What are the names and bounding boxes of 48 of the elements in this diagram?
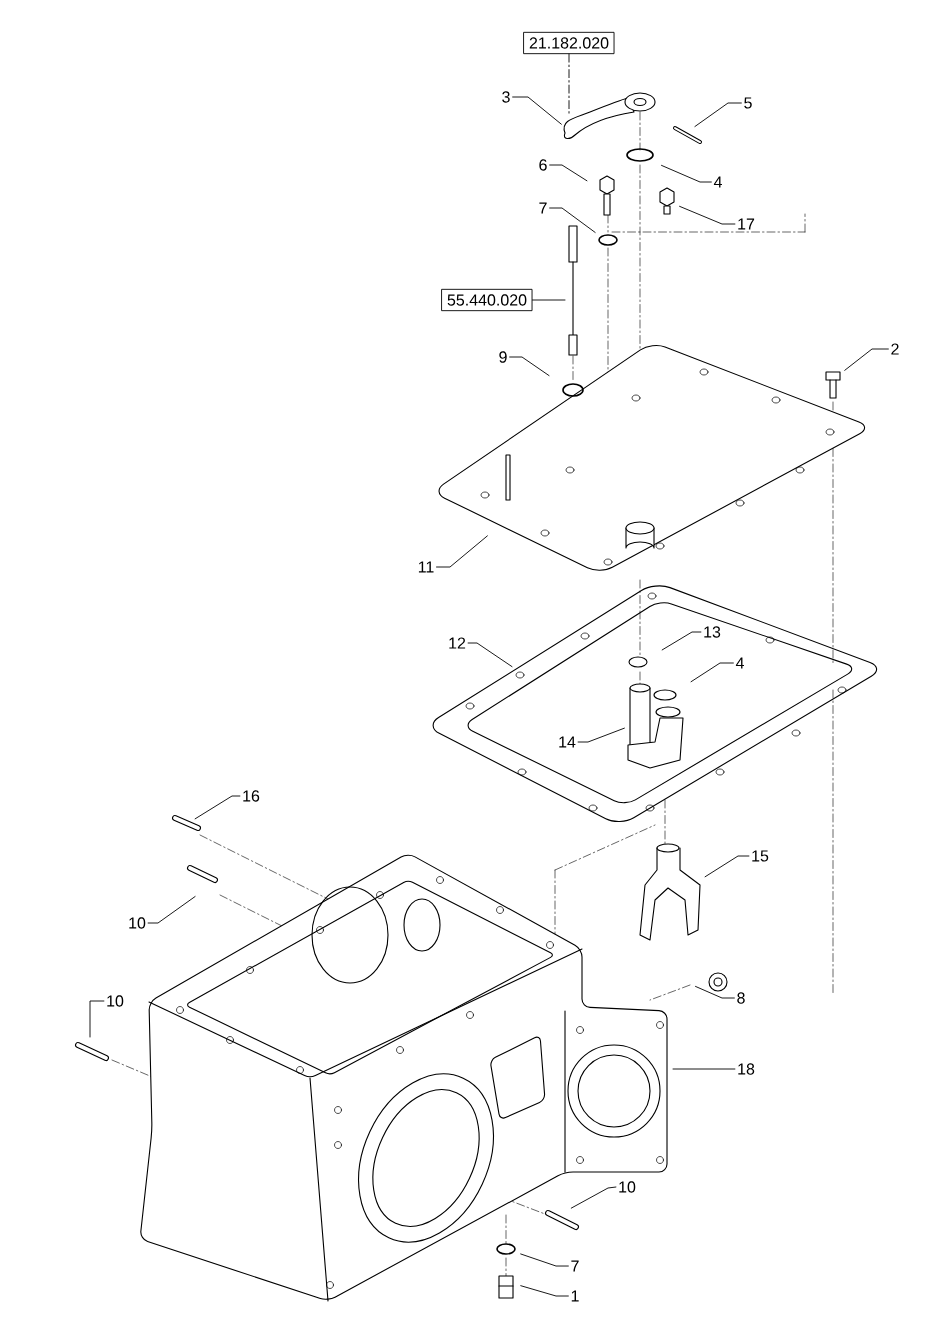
callout-number: 13: [704, 626, 721, 638]
leader-line: [695, 985, 735, 999]
reference-line: [568, 53, 570, 117]
callout-number: 11: [418, 561, 434, 573]
leader-line: [694, 102, 742, 127]
callout-number: 12: [449, 637, 466, 649]
leader-line: [661, 164, 712, 183]
leader-line: [512, 96, 562, 125]
callout-number: 7: [539, 202, 547, 214]
leader-line: [549, 207, 596, 233]
leader-line: [844, 348, 889, 371]
leader-line: [520, 1285, 569, 1297]
leader-line: [570, 1186, 617, 1209]
callout-number: 17: [738, 218, 755, 230]
leader-line: [679, 205, 736, 225]
leader-line: [89, 1000, 105, 1038]
callout-number: 3: [502, 91, 510, 103]
callout-number: 10: [129, 917, 146, 929]
callout-number: 18: [738, 1063, 755, 1075]
callout-number: 4: [735, 657, 744, 669]
leader-line: [509, 356, 550, 377]
callout-number: 10: [107, 995, 124, 1007]
callout-number: 2: [891, 343, 899, 355]
callout-number: 10: [619, 1181, 636, 1193]
leader-line: [672, 1068, 736, 1070]
callout-number: 14: [559, 736, 576, 748]
leader-line: [147, 896, 196, 924]
callout-number: 9: [499, 351, 507, 363]
leader-line: [467, 642, 513, 668]
leader-line: [549, 164, 588, 182]
reference-line: [532, 299, 566, 301]
callout-number: 8: [737, 992, 745, 1004]
callout-number: 7: [571, 1260, 579, 1272]
leader-line: [577, 727, 625, 743]
callout-number: 15: [752, 850, 769, 862]
leader-line: [690, 662, 734, 683]
reference-box: 21.182.020: [523, 31, 615, 55]
callout-number: 6: [539, 159, 547, 171]
leader-line: [704, 855, 750, 878]
reference-box: 55.440.020: [441, 288, 533, 312]
callout-number: 4: [713, 176, 722, 188]
callout-number: 5: [744, 97, 752, 109]
callout-number: 1: [571, 1290, 579, 1302]
leader-line: [520, 1253, 569, 1267]
leader-line: [194, 795, 241, 820]
callout-number: 16: [243, 790, 260, 802]
leader-line: [661, 631, 702, 651]
leader-line: [436, 535, 488, 568]
